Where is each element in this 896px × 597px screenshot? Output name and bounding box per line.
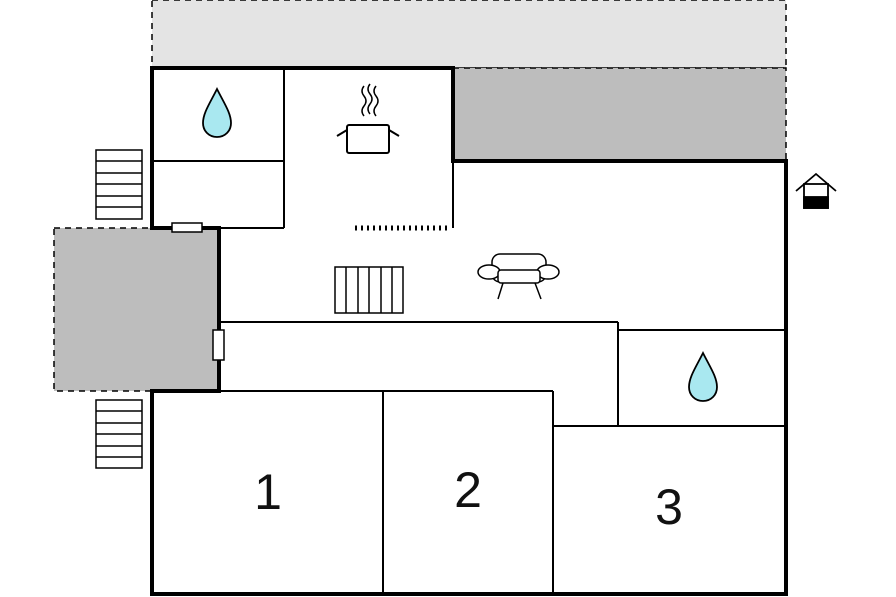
door-left [212,329,225,361]
terrace-top-right [452,67,787,162]
room-number-1: 1 [254,464,282,520]
window-top-left [171,222,203,233]
staircase-icon [95,149,143,220]
water-drop-icon [202,86,232,138]
house-icon [795,172,837,209]
room-number-3: 3 [655,479,683,535]
cooking-pot-icon [336,83,400,154]
sofa-icon [477,253,560,300]
terrace-left [53,227,220,392]
room-number-2: 2 [454,462,482,518]
terrace-top [151,0,787,69]
interior-walls [152,68,786,594]
staircase-icon [95,399,143,469]
water-drop-icon [688,350,718,402]
staircase-icon [334,266,404,314]
